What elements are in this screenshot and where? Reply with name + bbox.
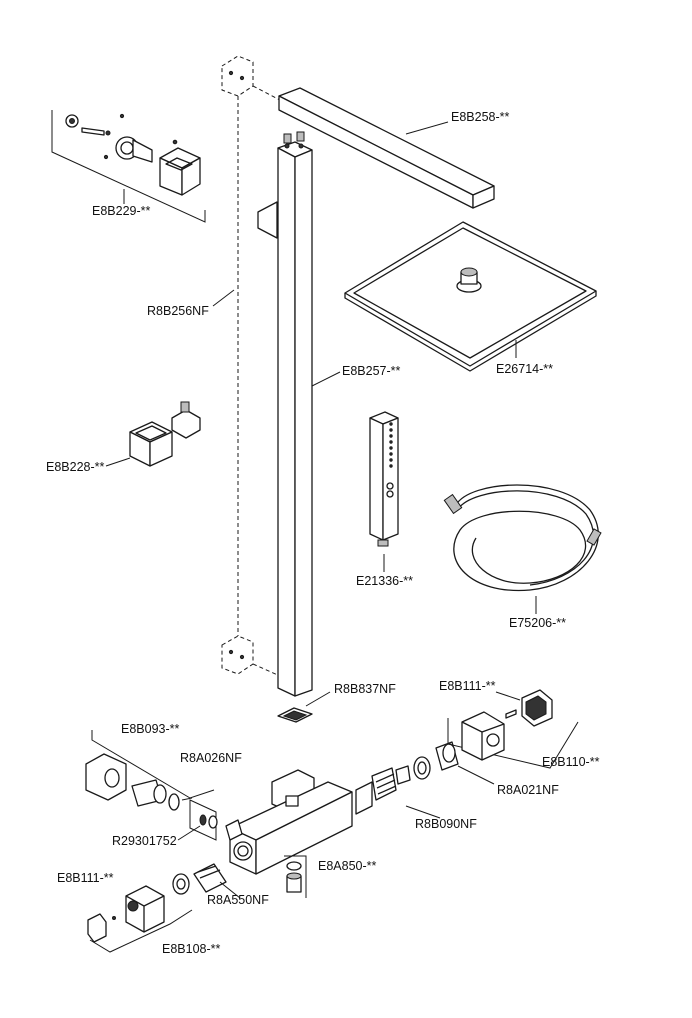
shower-hose (443, 484, 602, 592)
label-e8b111-top: E8B111-** (439, 679, 496, 693)
label-e21336: E21336-** (356, 574, 413, 588)
flow-cartridge (172, 863, 227, 895)
label-r8b256nf: R8B256NF (147, 304, 209, 318)
label-e75206: E75206-** (509, 616, 566, 630)
label-e8b258: E8B258-** (451, 110, 510, 124)
aerator-kit (284, 855, 307, 898)
mounting-plate (277, 707, 313, 723)
left-handle-kit (85, 730, 218, 841)
label-r29301752: R29301752 (112, 834, 177, 848)
label-r8b837nf: R8B837NF (334, 682, 396, 696)
connector-nut (413, 741, 459, 780)
riser-column (257, 131, 313, 697)
label-e8a850: E8A850-** (318, 859, 377, 873)
label-e8b108: E8B108-** (162, 942, 221, 956)
label-e8b111-bottom: E8B111-** (57, 871, 114, 885)
hand-shower-holder (129, 401, 201, 467)
thermostatic-mixer-body (225, 769, 353, 875)
label-e8b229: E8B229-** (92, 204, 151, 218)
shower-arm (278, 87, 495, 209)
label-e8b228: E8B228-** (46, 460, 105, 474)
label-r8a021nf: R8A021NF (497, 783, 559, 797)
label-r8a550nf: R8A550NF (207, 893, 269, 907)
bottom-handle-kit (87, 885, 193, 953)
right-handle-kit (447, 689, 579, 769)
hand-shower (369, 411, 399, 547)
label-e8b093: E8B093-** (121, 722, 180, 736)
wall-mount-outline (221, 55, 281, 677)
label-e8b257: E8B257-** (342, 364, 401, 378)
leader-lines (105, 121, 537, 899)
label-r8a026nf: R8A026NF (180, 751, 242, 765)
thermostatic-cartridge (355, 765, 411, 815)
wall-bracket-kit (51, 110, 206, 223)
label-r8b090nf: R8B090NF (415, 817, 477, 831)
part-labels: E8B258-** E8B229-** R8B256NF E26714-** E… (46, 110, 600, 956)
overhead-shower-head (344, 221, 597, 372)
label-e8b110: E8B110-** (542, 755, 600, 769)
label-e26714: E26714-** (496, 362, 553, 376)
